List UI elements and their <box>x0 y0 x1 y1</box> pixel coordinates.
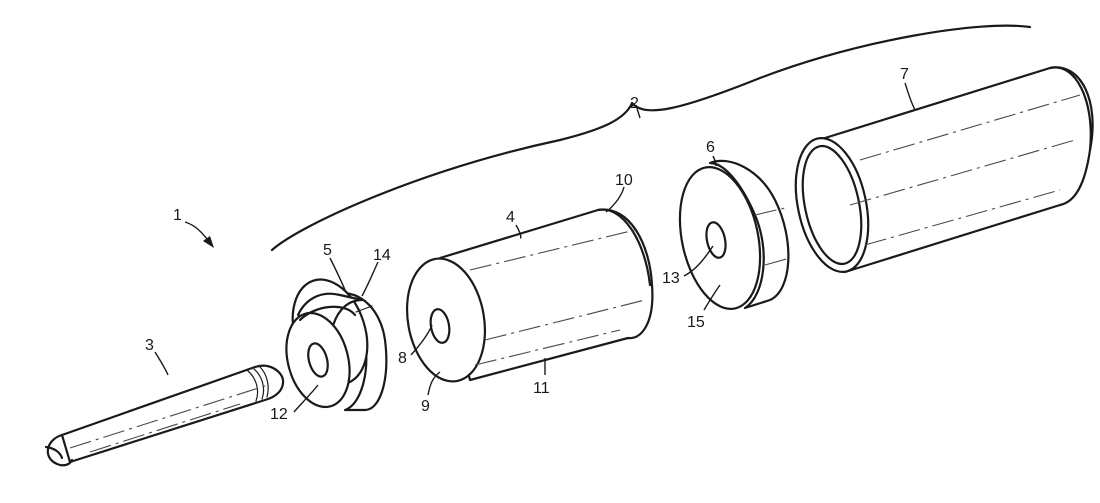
rod-3 <box>44 364 285 467</box>
stepped-collar-5 <box>285 278 388 412</box>
leader-lines <box>154 82 916 413</box>
label-14: 14 <box>373 247 391 264</box>
label-4: 4 <box>506 209 515 226</box>
label-1: 1 <box>173 207 182 224</box>
label-5: 5 <box>323 242 332 259</box>
arrow-1 <box>184 221 214 248</box>
ring-6 <box>678 159 791 310</box>
label-9: 9 <box>421 398 430 415</box>
label-2: 2 <box>630 95 639 112</box>
label-12: 12 <box>270 406 288 423</box>
label-6: 6 <box>706 139 715 156</box>
label-7: 7 <box>900 66 909 83</box>
label-8: 8 <box>398 350 407 367</box>
sleeve-7 <box>794 66 1094 274</box>
cylinder-4 <box>405 208 654 383</box>
label-11: 11 <box>533 380 550 397</box>
label-13: 13 <box>662 270 680 287</box>
label-3: 3 <box>145 337 154 354</box>
brace-2 <box>270 24 1032 252</box>
label-10: 10 <box>615 172 633 189</box>
label-15: 15 <box>687 314 705 331</box>
